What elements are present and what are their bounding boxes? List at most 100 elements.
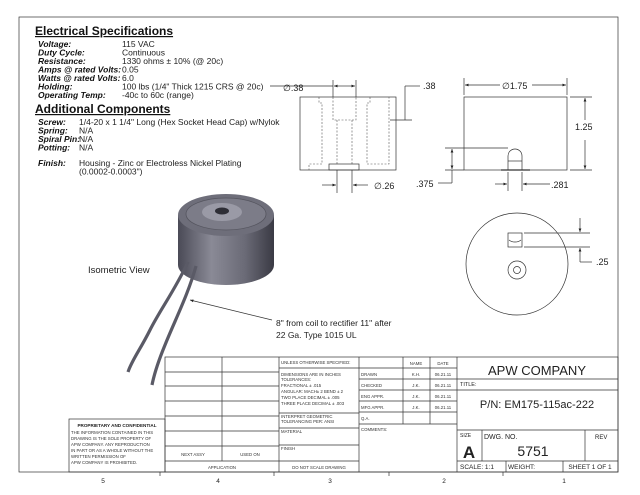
approval-role: DRAWN [361, 372, 377, 377]
spec-value: 115 VAC [122, 39, 155, 49]
wire-lead [150, 265, 198, 386]
bottom-view: .25 [465, 212, 609, 316]
weight-label: WEIGHT: [508, 464, 535, 471]
proprietary-heading: PROPRIETARY AND CONFIDENTIAL [77, 423, 156, 428]
zone-number: 3 [328, 478, 332, 485]
electrical-specifications: Electrical Specifications Voltage: 115 V… [35, 24, 264, 100]
spec-value: 0.05 [122, 65, 139, 75]
interpret-line: INTERPRET GEOMETRIC [281, 414, 333, 419]
finish-label: FINISH [281, 446, 295, 451]
isometric-view-label: Isometric View [88, 265, 150, 276]
approval-date: 06.21.11 [435, 372, 452, 377]
approval-row: ENG APPR. J.K. 06.21.11 [361, 394, 452, 399]
tolerance-line: DIMENSIONS ARE IN INCHES [281, 372, 341, 377]
approval-name: J.K. [412, 405, 419, 410]
dim-bore-diameter: ∅.38 [283, 83, 303, 93]
proprietary-line: WRITTEN PERMISSION OF [71, 454, 126, 459]
proprietary-line: DRAWING IS THE SOLE PROPERTY OF [71, 436, 151, 441]
spec-value: 6.0 [122, 73, 134, 83]
proprietary-line: THE INFORMATION CONTAINED IN THIS [71, 430, 153, 435]
dim-counterbore-depth: .38 [423, 81, 436, 91]
company-name: APW COMPANY [488, 363, 586, 378]
electrical-heading: Electrical Specifications [35, 24, 173, 38]
wire-note: 8" from coil to rectifier 11" after [276, 318, 392, 328]
approval-name: J.K. [412, 383, 419, 388]
approval-role: MFG APPR. [361, 405, 384, 410]
approval-date: 06.21.11 [435, 394, 452, 399]
spec-value: Continuous [122, 48, 165, 58]
dim-slot-width: .281 [551, 180, 569, 190]
dim-height: 1.25 [575, 122, 593, 132]
dwg-no-value: 5751 [517, 443, 548, 459]
approval-row: CHECKED J.K. 06.21.11 [361, 383, 452, 388]
spec-label: Resistance: [38, 56, 86, 66]
sheet-label: SHEET 1 OF 1 [568, 464, 612, 471]
rev-label: REV [595, 435, 607, 441]
material-label: MATERIAL [281, 429, 303, 434]
approval-row: Q.A. [361, 416, 370, 421]
approval-date: 06.21.11 [435, 405, 452, 410]
finish-value: Housing - Zinc or Electroless Nickel Pla… [79, 158, 242, 168]
wire-lead [126, 261, 190, 373]
isometric-view: Isometric View 8" from coil to rectifier… [88, 194, 392, 386]
proprietary-line: APW COMPANY. ANY REPRODUCTION [71, 442, 150, 447]
zone-number: 2 [442, 478, 446, 485]
component-value: N/A [79, 143, 94, 153]
approval-name: K.H. [412, 372, 420, 377]
component-label: Potting: [38, 143, 70, 153]
spec-label: Operating Temp: [38, 90, 106, 100]
additional-heading: Additional Components [35, 102, 171, 116]
zone-number: 5 [101, 478, 105, 485]
dim-slot-depth: .25 [596, 257, 609, 267]
application-label: APPLICATION [208, 465, 236, 470]
proprietary-notice: PROPRIETARY AND CONFIDENTIAL THE INFORMA… [68, 418, 166, 473]
finish-value: (0.0002-0.0003") [79, 167, 143, 177]
do-not-scale: DO NOT SCALE DRAWING [292, 465, 346, 470]
tolerance-line: ANGULAR: MACH± 2 BEND ± 2 [281, 389, 344, 394]
component-label: Spiral Pin: [38, 134, 80, 144]
finish-label: Finish: [38, 158, 66, 168]
zone-number: 4 [216, 478, 220, 485]
zone-number: 1 [562, 478, 566, 485]
component-label: Screw: [38, 117, 66, 127]
tolerance-line: TWO PLACE DECIMAL ± .005 [281, 395, 340, 400]
next-assy-label: NEXT ASSY [181, 452, 205, 457]
wire-leader [189, 299, 273, 321]
scale-label: SCALE: 1:1 [460, 464, 494, 471]
approval-date: 06.21.11 [435, 383, 452, 388]
date-header: DATE [437, 361, 448, 366]
dim-slot-height: .375 [416, 179, 434, 189]
spec-label: Voltage: [38, 39, 71, 49]
spec-label: Holding: [38, 82, 73, 92]
used-on-label: USED ON [240, 452, 260, 457]
approval-row: MFG APPR. J.K. 06.21.11 [361, 405, 452, 410]
title-label: TITLE: [460, 382, 477, 388]
interpret-line: TOLERANCING PER: ANSI [281, 419, 334, 424]
tolerance-line: FRACTIONAL ± .015 [281, 383, 322, 388]
size-label: SIZE [460, 433, 472, 439]
part-number: P/N: EM175-115ac-222 [480, 399, 594, 411]
unless-specified: UNLESS OTHERWISE SPECIFIED: [281, 360, 350, 365]
proprietary-line: APW COMPANY IS PROHIBITED. [71, 460, 137, 465]
section-view: ∅.38 .38 ∅.26 [270, 80, 436, 193]
name-header: NAME [410, 361, 423, 366]
spec-label: Duty Cycle: [38, 48, 85, 58]
tolerance-line: TOLERANCES: [281, 377, 311, 382]
size-value: A [463, 443, 475, 462]
dim-outer-diameter: ∅1.75 [502, 81, 527, 91]
tolerance-line: THREE PLACE DECIMAL ± .003 [281, 401, 345, 406]
approval-name: J.K. [412, 394, 419, 399]
approval-row: DRAWN K.H. 06.21.11 [361, 372, 452, 377]
spec-label: Watts @ rated Volts: [38, 73, 121, 83]
component-label: Spring: [38, 126, 68, 136]
spec-label: Amps @ rated Volts: [37, 65, 121, 75]
zone-markers: 5 4 3 2 1 [101, 472, 566, 485]
wire-note: 22 Ga. Type 1015 UL [276, 330, 357, 340]
front-view: ∅1.75 1.25 .375 .281 [416, 78, 593, 191]
spec-value: 1330 ohms ± 10% (@ 20c) [122, 56, 223, 66]
proprietary-line: IN PART OR AS A WHOLE WITHOUT THE [71, 448, 153, 453]
approval-role: Q.A. [361, 416, 370, 421]
spec-value: -40c to 60c (range) [122, 90, 194, 100]
approval-role: ENG APPR. [361, 394, 384, 399]
